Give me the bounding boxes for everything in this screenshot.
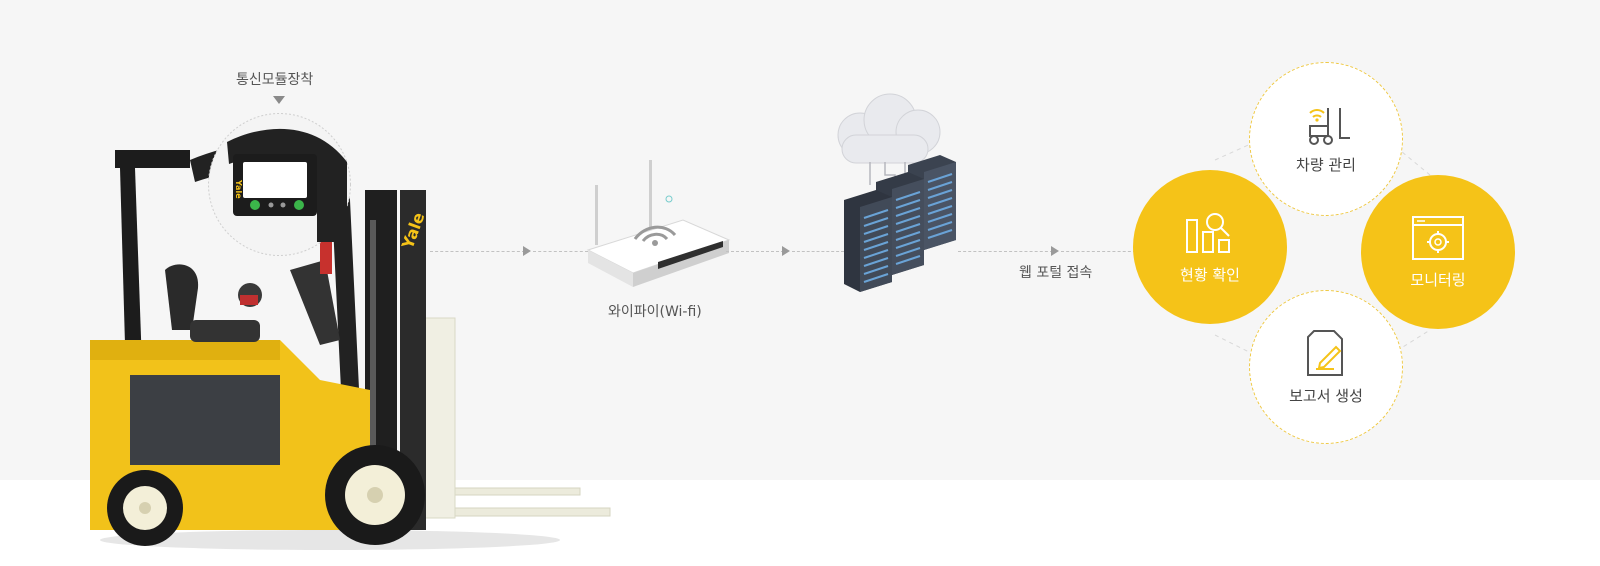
- feature-vehicle-management: 차량 관리: [1249, 62, 1403, 216]
- caret-down-icon: [273, 96, 285, 104]
- wifi-caption: 와이파이(Wi-fi): [608, 304, 702, 320]
- arrow-right-icon: [782, 246, 790, 256]
- connector-forklift-router-tail: [533, 251, 588, 252]
- feature-status-label: 현황 확인: [1180, 265, 1240, 284]
- feature-report-label: 보고서 생성: [1289, 386, 1363, 405]
- wifi-router-icon: [586, 160, 731, 287]
- connector-server-portal: [958, 251, 1053, 252]
- connector-router-server: [726, 251, 784, 252]
- module-zoom-circle: Yale: [208, 113, 351, 256]
- connector-router-server-tail: [792, 251, 844, 252]
- connector-forklift-router: [430, 251, 525, 252]
- feature-status-check: 현황 확인: [1133, 170, 1287, 324]
- forklift-illustration: Yale: [90, 143, 611, 550]
- cloud-server-icon: [837, 93, 956, 292]
- document-edit-icon: [1307, 329, 1343, 376]
- feature-monitoring-label: 모니터링: [1410, 270, 1466, 289]
- svg-text:Yale: Yale: [234, 179, 243, 199]
- connector-server-portal-tail: [1061, 251, 1136, 252]
- module-caption: 통신모듈장착: [236, 72, 314, 88]
- feature-monitoring: 모니터링: [1361, 175, 1515, 329]
- arrow-right-icon: [523, 246, 531, 256]
- arrow-right-icon: [1051, 246, 1059, 256]
- status-search-icon: [1186, 212, 1230, 253]
- feature-report-generation: 보고서 생성: [1249, 290, 1403, 444]
- monitor-gear-icon: [1412, 215, 1464, 260]
- portal-caption: 웹 포털 접속: [1019, 265, 1093, 281]
- forklift-wifi-icon: [1309, 107, 1350, 145]
- feature-vehicle-label: 차량 관리: [1296, 155, 1356, 174]
